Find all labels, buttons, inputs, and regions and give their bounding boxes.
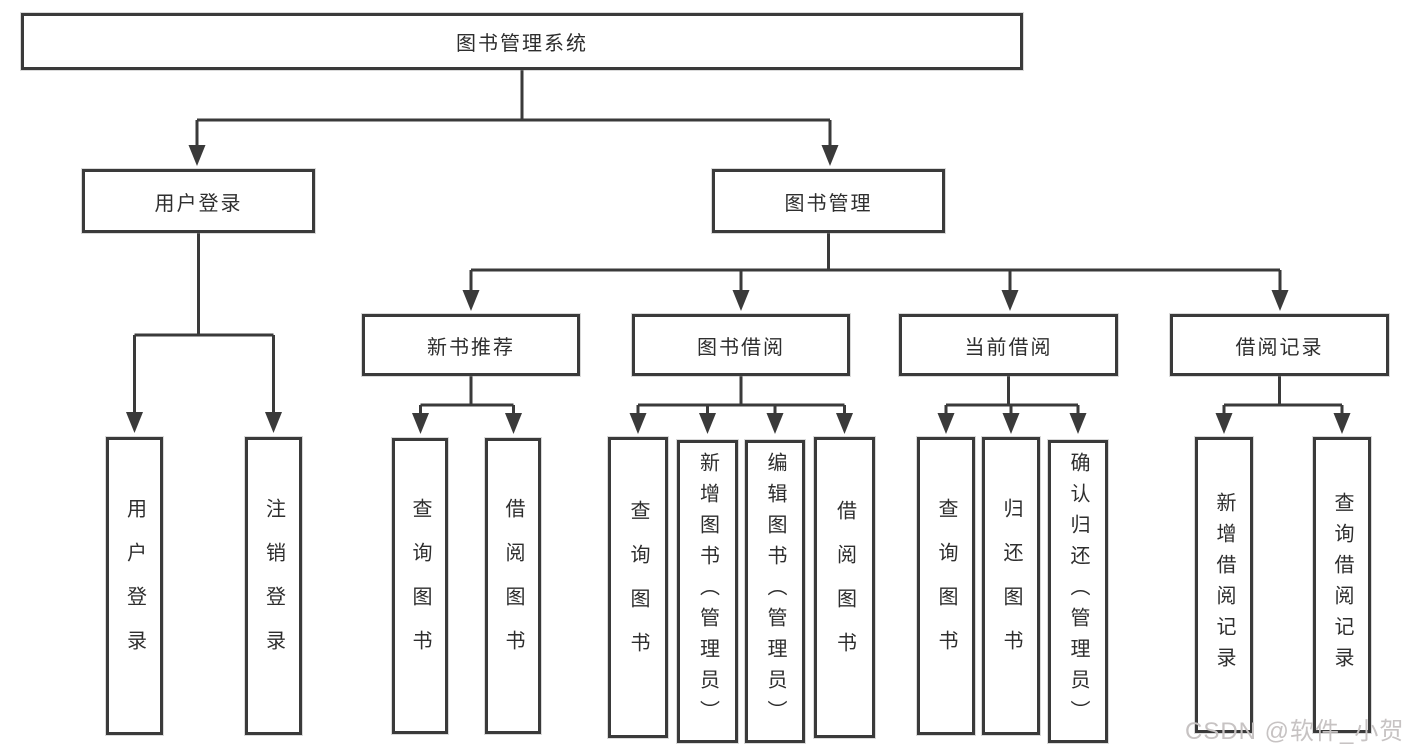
- node-book-borrowing: 图书借阅: [632, 314, 850, 376]
- leaf-label: 借阅图书: [502, 498, 524, 674]
- node-label: 图书管理系统: [456, 33, 588, 55]
- node-label: 用户登录: [154, 192, 243, 215]
- leaf-add-books-admin: 新增图书（管理员）: [677, 440, 738, 743]
- leaf-return-books: 归还图书: [982, 437, 1040, 735]
- node-label: 当前借阅: [964, 336, 1053, 359]
- leaf-query-books-recommend: 查询图书: [392, 438, 448, 734]
- node-label: 新书推荐: [427, 336, 515, 359]
- node-book-management: 图书管理: [712, 169, 945, 233]
- node-borrowing-records: 借阅记录: [1170, 314, 1389, 376]
- leaf-label: 新增图书（管理员）: [696, 452, 719, 731]
- leaf-query-borrow-record: 查询借阅记录: [1313, 437, 1371, 733]
- leaf-user-login: 用户登录: [106, 437, 163, 735]
- node-book-management-system: 图书管理系统: [21, 13, 1023, 70]
- node-user-login: 用户登录: [82, 169, 315, 233]
- leaf-label: 查询借阅记录: [1331, 492, 1353, 678]
- leaf-borrow-books: 借阅图书: [814, 437, 875, 738]
- leaf-label: 用户登录: [123, 498, 146, 674]
- leaf-label: 编辑图书（管理员）: [764, 452, 786, 731]
- node-label: 图书借阅: [697, 336, 785, 359]
- node-label: 图书管理: [784, 192, 873, 215]
- leaf-label: 归还图书: [1000, 498, 1022, 674]
- node-current-borrowing: 当前借阅: [899, 314, 1118, 376]
- leaf-label: 查询图书: [935, 498, 957, 674]
- leaf-label: 查询图书: [627, 499, 649, 676]
- node-new-book-recommendation: 新书推荐: [362, 314, 580, 376]
- leaf-label: 确认归还（管理员）: [1067, 452, 1089, 731]
- leaf-label: 新增借阅记录: [1213, 492, 1235, 678]
- node-label: 借阅记录: [1235, 336, 1324, 359]
- leaf-borrow-books-recommend: 借阅图书: [485, 438, 541, 734]
- leaf-query-books-current: 查询图书: [917, 437, 975, 735]
- leaf-label: 注销登录: [262, 498, 285, 674]
- leaf-add-borrow-record: 新增借阅记录: [1195, 437, 1253, 733]
- leaf-query-books-borrow: 查询图书: [608, 437, 668, 738]
- leaf-logout: 注销登录: [245, 437, 302, 735]
- leaf-confirm-return-admin: 确认归还（管理员）: [1048, 440, 1108, 743]
- leaf-label: 查询图书: [409, 498, 431, 674]
- leaf-label: 借阅图书: [833, 499, 856, 676]
- leaf-edit-books-admin: 编辑图书（管理员）: [745, 440, 805, 743]
- csdn-watermark: CSDN @软件_小贺同学: [1185, 718, 1405, 745]
